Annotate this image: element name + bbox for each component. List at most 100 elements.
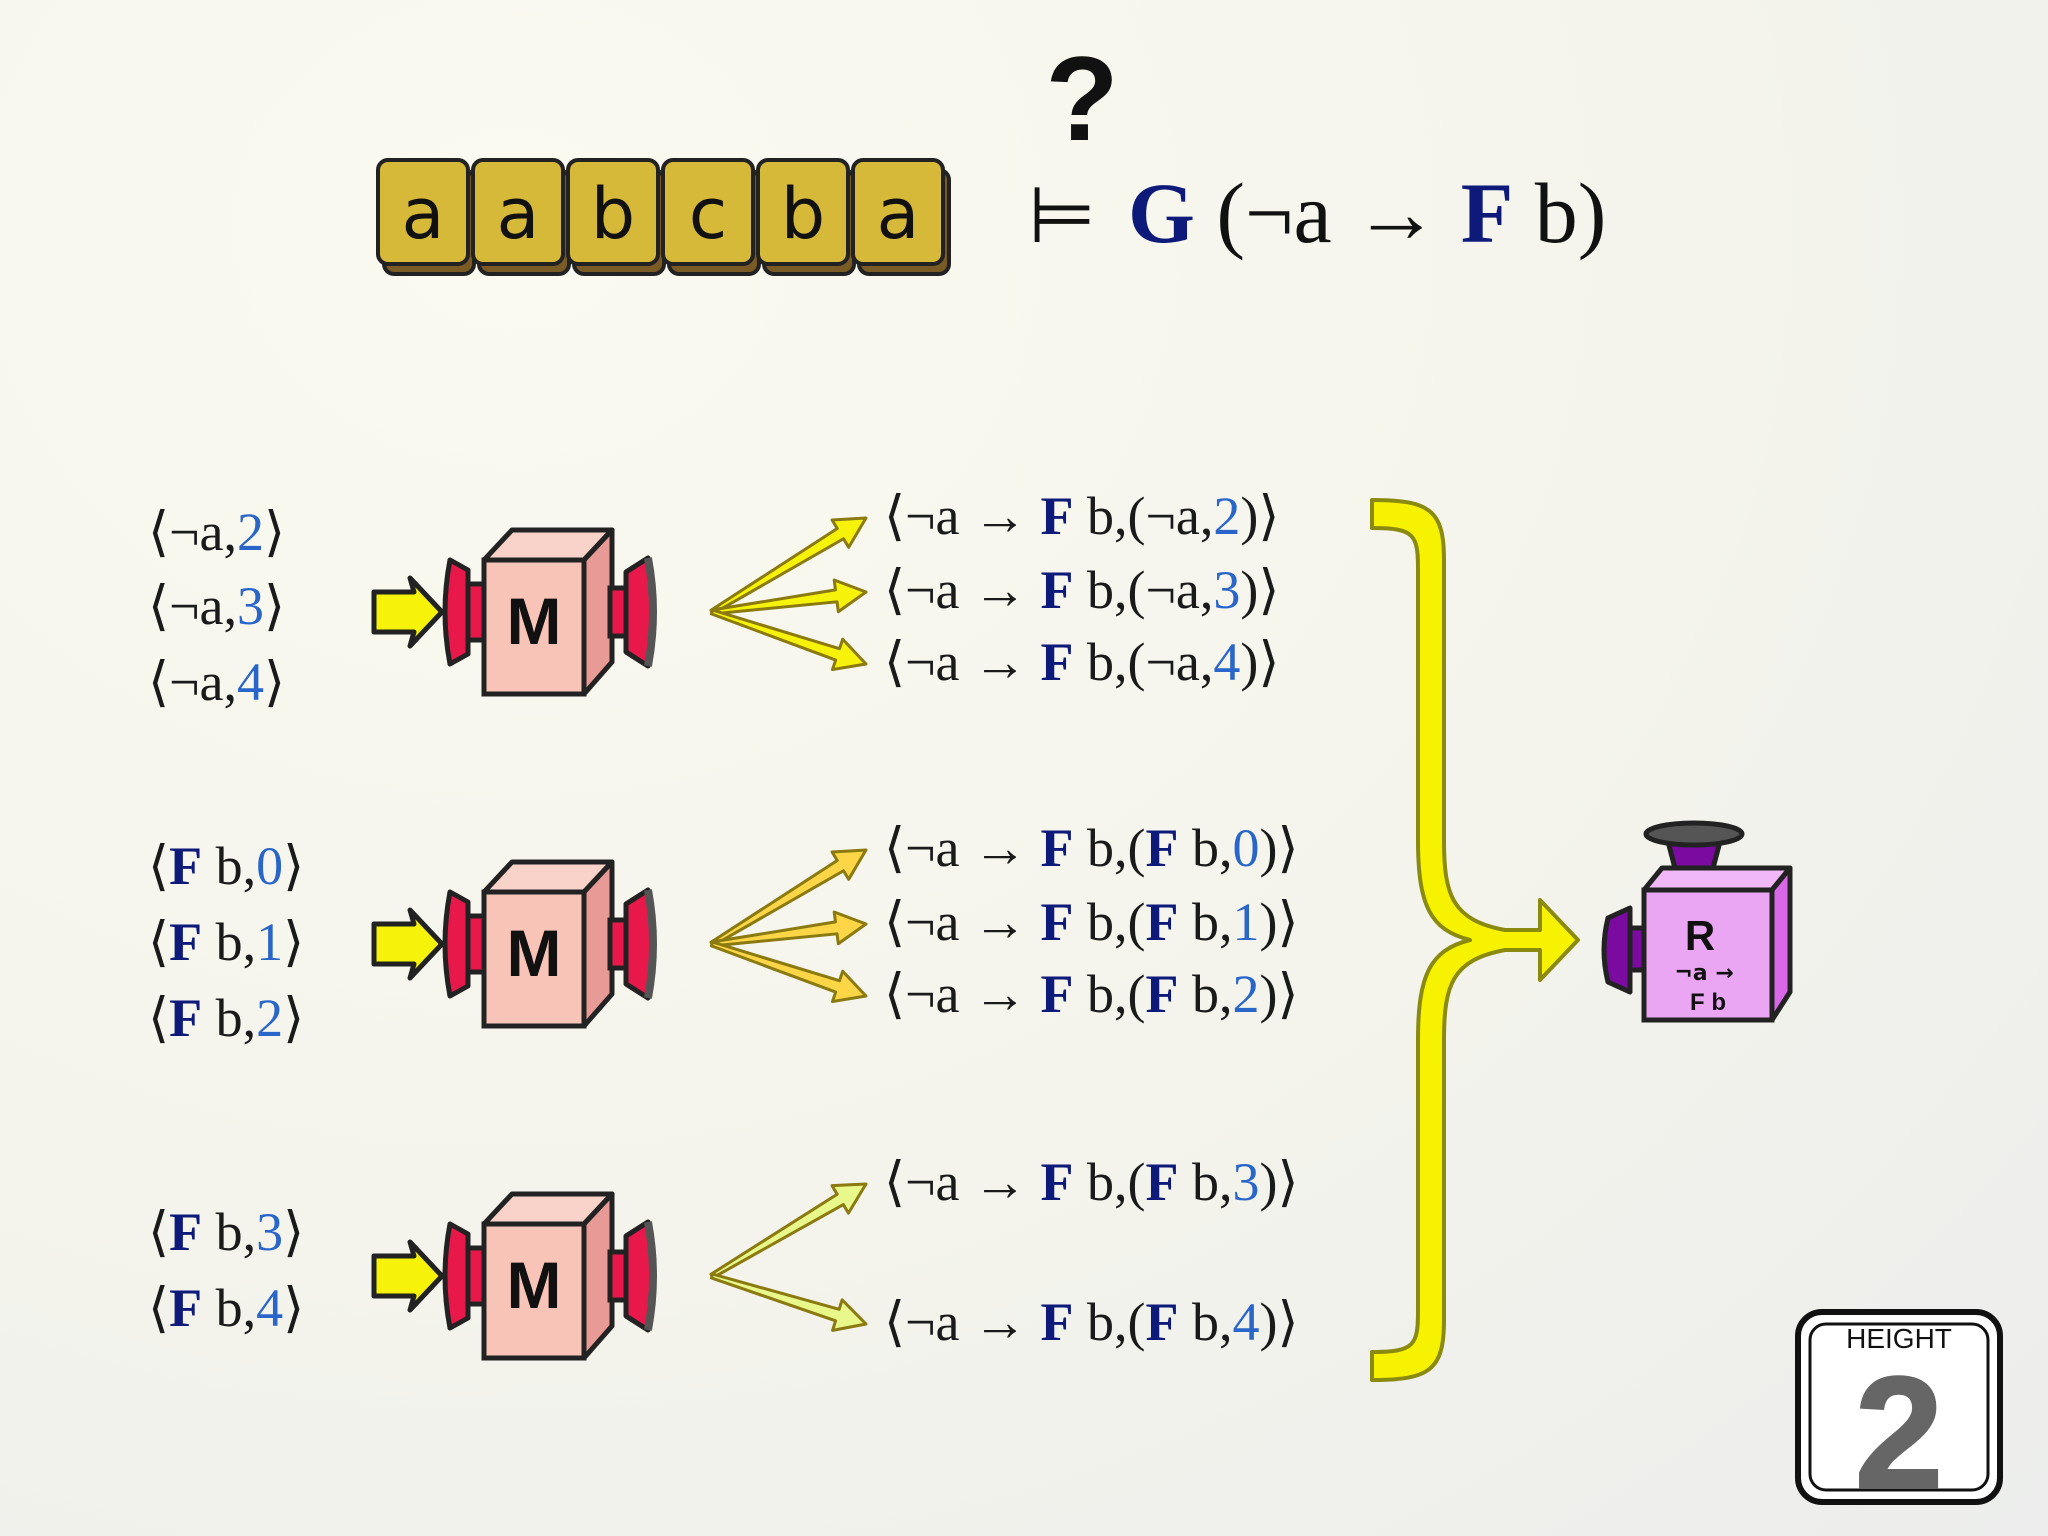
formula-segment: b, — [1178, 818, 1232, 878]
mapper-label: M — [507, 916, 562, 990]
formula-segment: F — [169, 988, 202, 1048]
formula-segment: G — [1128, 165, 1195, 261]
input-arrow-icon — [371, 1239, 445, 1313]
formula-segment: 2 — [1232, 964, 1259, 1024]
input-pair: ⟨F b,3⟩ — [148, 1202, 304, 1262]
mapper-left-funnel — [442, 889, 471, 999]
formula-segment: F — [169, 1278, 202, 1338]
map-group: ⟨F b,3⟩⟨F b,4⟩M⟨¬a → F b,(F b,3)⟩⟨¬a → F… — [148, 1152, 1299, 1361]
tile-letter: b — [591, 173, 635, 255]
formula-segment: ⟨¬a → — [884, 1152, 1041, 1212]
formula-segment: b,( — [1074, 964, 1146, 1024]
formula-segment: ⟩ — [264, 576, 285, 636]
trace-tile: c — [661, 158, 761, 276]
formula-segment: )⟩ — [1259, 892, 1298, 952]
tile-letter: c — [689, 173, 728, 255]
formula-segment: F — [1145, 1292, 1178, 1352]
trace-tile: a — [376, 158, 476, 276]
reducer-sub2: F b — [1690, 989, 1726, 1016]
formula-segment: )⟩ — [1259, 964, 1298, 1024]
models-symbol: ⊨ — [1028, 171, 1096, 261]
formula-segment: 0 — [256, 836, 283, 896]
formula-segment: )⟩ — [1240, 560, 1279, 620]
formula-segment: b,( — [1074, 1292, 1146, 1352]
formula-segment: ⟩ — [283, 912, 304, 972]
output-arrow — [709, 1272, 868, 1332]
formula-segment: ⟨¬a → — [884, 486, 1041, 546]
output-pair: ⟨¬a → F b,(¬a,3)⟩ — [884, 560, 1279, 620]
formula-segment: )⟩ — [1259, 818, 1298, 878]
formula-segment: 3 — [256, 1202, 283, 1262]
output-pair: ⟨¬a → F b,(F b,4)⟩ — [884, 1292, 1299, 1352]
formula-segment: ⟩ — [283, 1202, 304, 1262]
formula-segment: 0 — [1232, 818, 1259, 878]
formula-segment: F — [1041, 1292, 1074, 1352]
formula-segment: 4 — [1232, 1292, 1259, 1352]
formula-segment: ⟩ — [264, 652, 285, 712]
formula-segment: ⟨¬a, — [148, 576, 237, 636]
output-pair: ⟨¬a → F b,(F b,0)⟩ — [884, 818, 1299, 878]
formula-segment: F — [1041, 1152, 1074, 1212]
reducer-label: R — [1685, 912, 1715, 959]
formula-segment: (¬a → — [1195, 165, 1461, 261]
collect-brace — [1370, 498, 1580, 1382]
mapper-label: M — [507, 584, 562, 658]
formula-segment: ⟨¬a → — [884, 892, 1041, 952]
formula-segment: ⟩ — [264, 502, 285, 562]
output-arrow — [709, 516, 868, 616]
map-group: ⟨¬a,2⟩⟨¬a,3⟩⟨¬a,4⟩M⟨¬a → F b,(¬a,2)⟩⟨¬a … — [148, 486, 1279, 712]
formula-segment: F — [1145, 964, 1178, 1024]
formula-segment: 1 — [256, 912, 283, 972]
output-pair: ⟨¬a → F b,(F b,1)⟩ — [884, 892, 1299, 952]
height-label: HEIGHT — [1846, 1323, 1952, 1354]
formula-segment: 4 — [1213, 632, 1240, 692]
formula-segment: F — [1041, 486, 1074, 546]
mapper-cube — [481, 1221, 587, 1361]
reducer-cube-side — [1769, 865, 1793, 1023]
output-arrow — [710, 910, 868, 948]
reducer-cube-front — [1641, 887, 1775, 1023]
mapper-cube — [481, 889, 587, 1029]
reducer-cube-top — [1641, 865, 1793, 893]
question-mark: ? — [1045, 32, 1118, 166]
formula-segment: b, — [202, 836, 256, 896]
formula-segment: ⟨ — [148, 836, 169, 896]
trace-tile: b — [756, 158, 856, 276]
reducer-sub1: ¬a → — [1674, 961, 1733, 986]
output-arrow — [709, 940, 868, 1004]
formula-segment: F — [1041, 632, 1074, 692]
formula-segment: 3 — [1213, 560, 1240, 620]
formula-segment: ⟨¬a → — [884, 560, 1041, 620]
input-arrow-icon — [371, 907, 445, 981]
formula-segment: F — [1145, 1152, 1178, 1212]
mapper: M — [371, 527, 657, 697]
formula-segment: b,( — [1074, 1152, 1146, 1212]
formula-segment: 2 — [237, 502, 264, 562]
input-pair: ⟨¬a,2⟩ — [148, 502, 285, 562]
output-pair: ⟨¬a → F b,(F b,2)⟩ — [884, 964, 1299, 1024]
tile-letter: b — [781, 173, 825, 255]
formula-segment: ⟨¬a → — [884, 818, 1041, 878]
formula-segment: ⟨¬a → — [884, 1292, 1041, 1352]
formula-segment: )⟩ — [1259, 1292, 1298, 1352]
formula-segment: F — [1041, 818, 1074, 878]
output-arrow — [709, 1182, 868, 1280]
mapper-label: M — [507, 1248, 562, 1322]
tile-letter: a — [877, 173, 920, 255]
input-pair: ⟨F b,0⟩ — [148, 836, 304, 896]
output-pair: ⟨¬a → F b,(F b,3)⟩ — [884, 1152, 1299, 1212]
mapper: M — [371, 859, 657, 1029]
formula-segment: ⟨¬a → — [884, 632, 1041, 692]
input-pair: ⟨F b,2⟩ — [148, 988, 304, 1048]
formula-segment: F — [169, 836, 202, 896]
mapper-left-funnel — [442, 557, 471, 667]
formula-segment: ⟨ — [148, 1278, 169, 1338]
formula-segment: b) — [1513, 165, 1606, 261]
formula-segment: ⟨¬a, — [148, 502, 237, 562]
formula-segment: b, — [202, 988, 256, 1048]
formula-segment: ⟨ — [148, 912, 169, 972]
formula-segment: ⟩ — [283, 1278, 304, 1338]
formula-segment: F — [1041, 560, 1074, 620]
formula-segment: F — [169, 912, 202, 972]
